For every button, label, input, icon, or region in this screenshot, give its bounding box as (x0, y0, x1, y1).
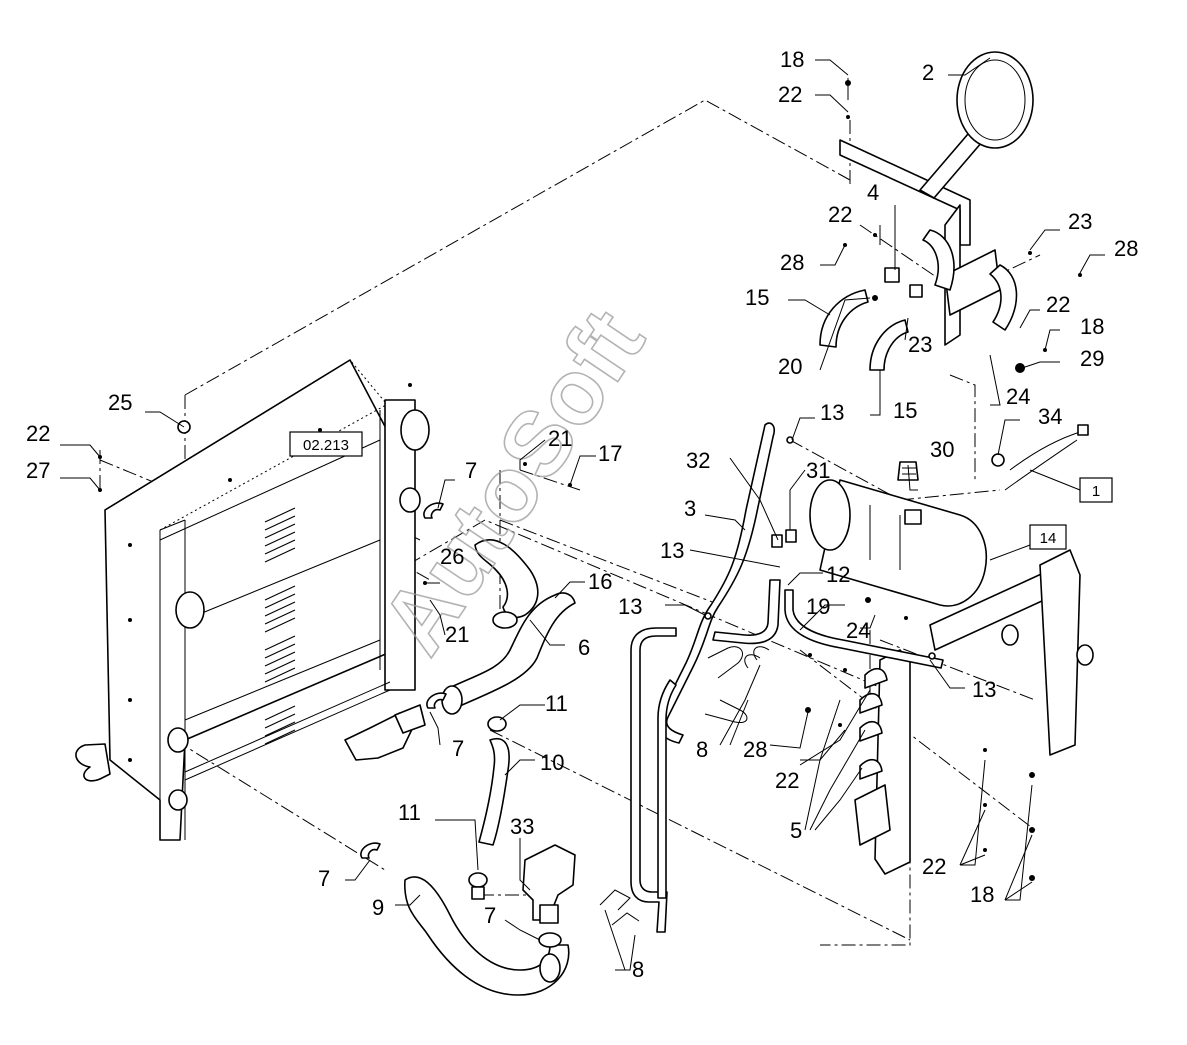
callout-13: 13 (618, 594, 642, 619)
callout-8: 8 (696, 737, 708, 762)
ref-label-14: 14 (1040, 530, 1057, 547)
ref-label-02213: 02.213 (303, 437, 349, 454)
callout-22: 22 (1046, 292, 1070, 317)
callout-6: 6 (578, 635, 590, 660)
callout-31: 31 (806, 458, 830, 483)
callout-25: 25 (108, 390, 132, 415)
callout-8: 8 (632, 957, 644, 982)
callout-13: 13 (820, 400, 844, 425)
callout-15: 15 (893, 398, 917, 423)
reference-box-1: 1 (1079, 477, 1113, 503)
callout-32: 32 (686, 448, 710, 473)
callout-11: 11 (545, 691, 568, 716)
callout-11: 11 (398, 800, 421, 825)
radiator-fins (264, 507, 296, 745)
bracket-assembly (819, 51, 1082, 373)
callout-13: 13 (660, 538, 684, 563)
callout-13: 13 (972, 677, 996, 702)
callout-labels: 18 22 2 4 22 23 28 28 15 22 18 20 23 29 … (26, 47, 1138, 982)
callout-22: 22 (828, 202, 852, 227)
callout-23: 23 (908, 332, 932, 357)
callout-21: 21 (445, 622, 469, 647)
callout-20: 20 (778, 354, 802, 379)
support-frame (805, 549, 1094, 881)
callout-5: 5 (790, 818, 802, 843)
assembly-lines (99, 99, 1041, 946)
callout-19: 19 (806, 594, 830, 619)
callout-18: 18 (970, 882, 994, 907)
callout-28: 28 (780, 250, 804, 275)
callout-23: 23 (1068, 209, 1092, 234)
callout-26: 26 (440, 544, 464, 569)
callout-12: 12 (826, 562, 850, 587)
callout-22: 22 (922, 854, 946, 879)
callout-16: 16 (588, 569, 612, 594)
callout-18: 18 (1080, 314, 1104, 339)
radiator-assembly (75, 359, 430, 841)
expansion-tank (809, 461, 987, 607)
leader-lines (60, 57, 1105, 971)
callout-24: 24 (1006, 384, 1030, 409)
callout-29: 29 (1080, 346, 1104, 371)
callout-7: 7 (484, 903, 496, 928)
callout-17: 17 (598, 441, 622, 466)
callout-34: 34 (1038, 404, 1062, 429)
callout-3: 3 (684, 496, 696, 521)
callout-7: 7 (452, 736, 464, 761)
callout-7: 7 (318, 866, 330, 891)
callout-22: 22 (778, 82, 802, 107)
callout-10: 10 (540, 750, 564, 775)
callout-28: 28 (1114, 236, 1138, 261)
callout-4: 4 (867, 180, 879, 205)
callout-18: 18 (780, 47, 804, 72)
callout-24: 24 (846, 618, 870, 643)
callout-28: 28 (743, 737, 767, 762)
callout-21: 21 (548, 426, 572, 451)
callout-27: 27 (26, 458, 50, 483)
callout-2: 2 (922, 60, 934, 85)
callout-15: 15 (745, 285, 769, 310)
clamps-fittings (98, 420, 1089, 948)
ref-label-1: 1 (1092, 483, 1100, 500)
reference-box-14: 14 (1029, 524, 1067, 550)
callout-22: 22 (775, 768, 799, 793)
reference-box-02213: 02.213 (289, 431, 363, 457)
callout-33: 33 (510, 814, 534, 839)
callout-7: 7 (465, 458, 477, 483)
callout-30: 30 (930, 437, 954, 462)
callout-22: 22 (26, 421, 50, 446)
callout-9: 9 (372, 895, 384, 920)
hoses (404, 422, 944, 996)
